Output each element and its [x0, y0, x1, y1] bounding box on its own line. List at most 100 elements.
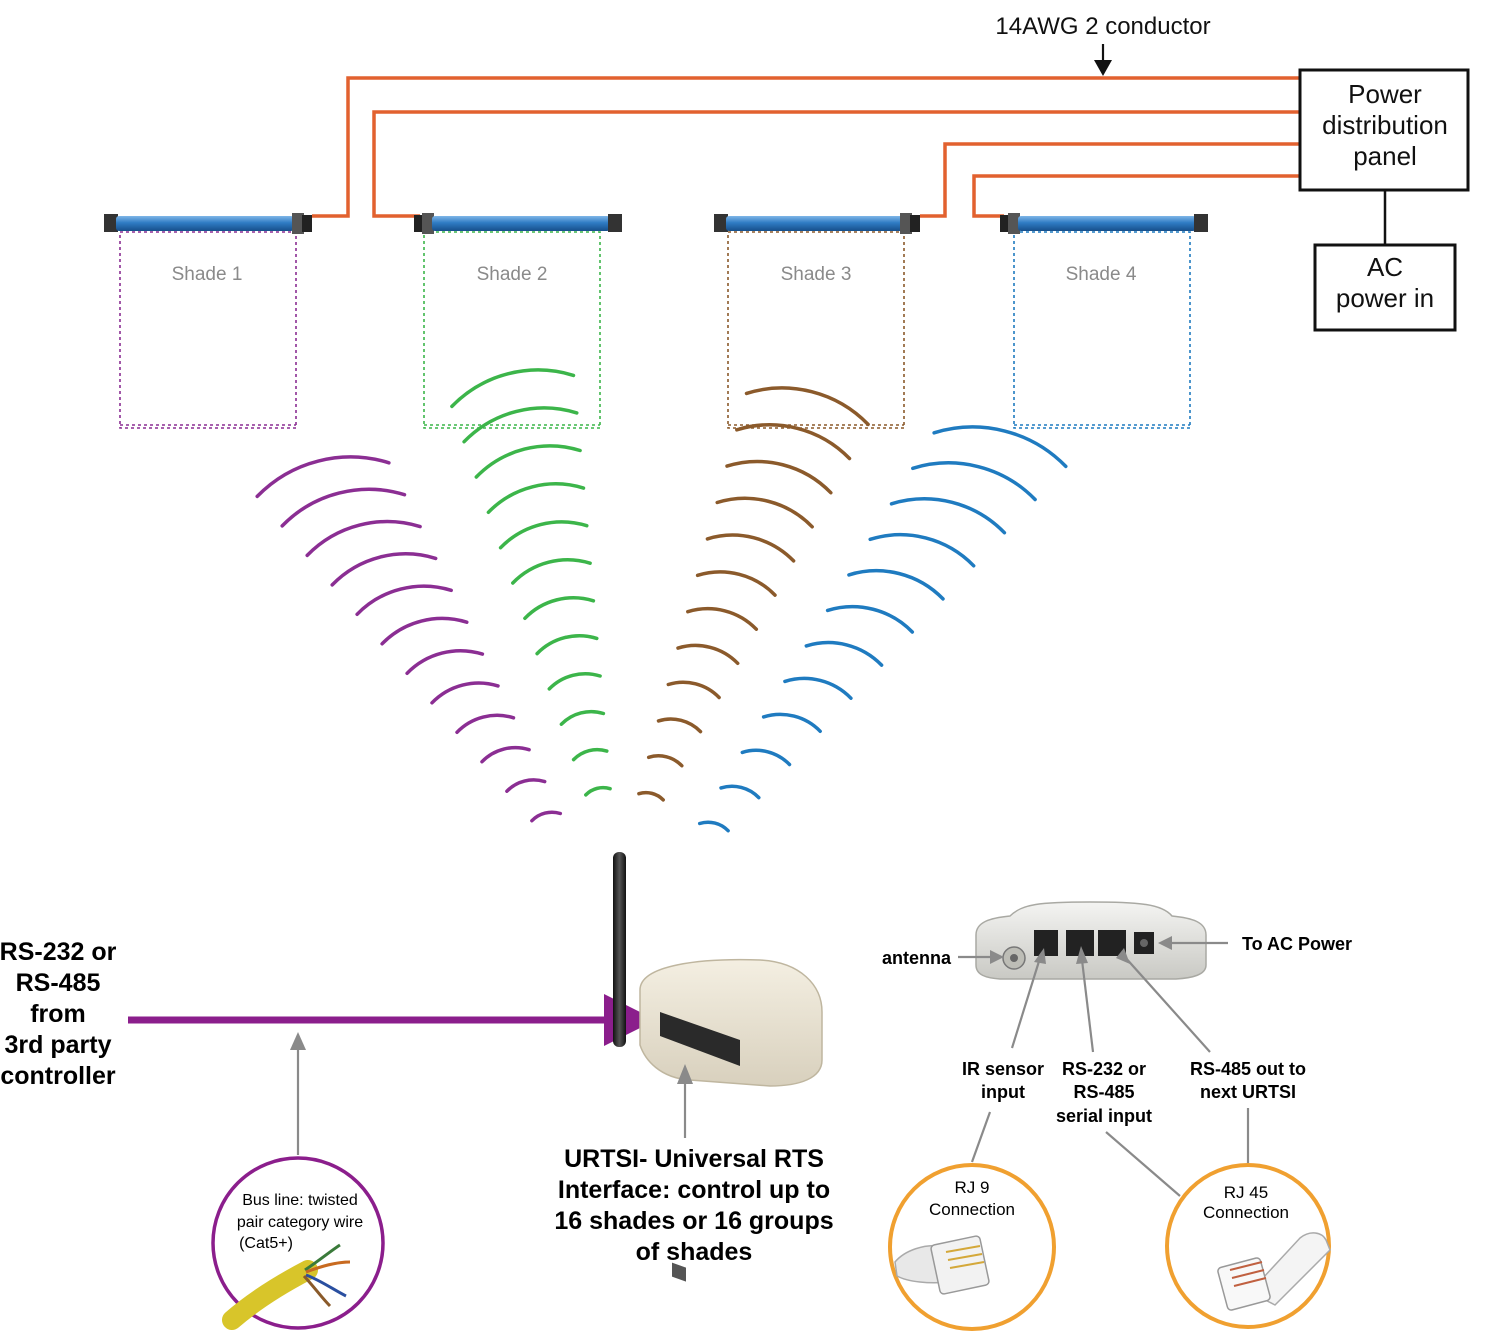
- urtsi-back-panel: [975, 901, 1207, 980]
- shade-4-outline: [1013, 231, 1191, 429]
- controller-line-5: controller: [0, 1062, 116, 1090]
- rs485-out-label: RS-485 out to next URTSI: [1190, 1059, 1306, 1102]
- ir-sensor-label: IR sensor input: [962, 1059, 1044, 1102]
- wave-arc-shade-3: [666, 680, 721, 700]
- wave-arc-shade-1: [455, 713, 516, 735]
- rj45-line-2: Connection: [1203, 1203, 1289, 1222]
- serial-line-3: serial input: [1056, 1106, 1152, 1126]
- rs485-line-2: next URTSI: [1200, 1082, 1296, 1102]
- urtsi-device-image: [613, 852, 823, 1282]
- wave-arc-shade-2: [498, 520, 589, 550]
- wave-arc-shade-1: [530, 810, 563, 823]
- wire-shade-3: [920, 142, 1300, 218]
- urtsi-label: URTSI- Universal RTS Interface: control …: [554, 1145, 833, 1266]
- bus-line-text-1: Bus line: twisted: [242, 1192, 358, 1209]
- urtsi-line-4: of shades: [636, 1238, 753, 1266]
- wire-shade-2: [372, 110, 1300, 218]
- serial-line-1: RS-232 or: [1062, 1059, 1146, 1079]
- bus-line-pointer: [290, 1032, 306, 1155]
- wave-arc-shade-4: [825, 604, 915, 634]
- wave-arc-shade-1: [505, 778, 547, 793]
- ac-power-port-label: To AC Power: [1242, 934, 1352, 954]
- wave-arc-shade-4: [868, 533, 976, 568]
- wave-arc-shade-1: [255, 455, 391, 499]
- wave-arc-shade-2: [584, 785, 612, 797]
- wave-arc-shade-1: [305, 519, 422, 558]
- ir-port: [1034, 930, 1058, 956]
- controller-line-2: RS-485: [16, 969, 101, 997]
- rj45-line-1: RJ 45: [1224, 1183, 1268, 1202]
- wave-arc-shade-2: [474, 444, 582, 479]
- ir-line-2: input: [981, 1082, 1025, 1102]
- wave-arc-shade-3: [705, 533, 796, 563]
- rj9-callout: RJ 9 Connection: [888, 1163, 1056, 1331]
- wave-arc-shade-1: [280, 487, 407, 528]
- wave-arc-shade-2: [547, 672, 602, 691]
- shade-4-motor-tube: [1000, 213, 1208, 234]
- wave-arc-shade-3: [744, 386, 870, 427]
- shade-4: Shade 4: [1000, 213, 1208, 429]
- wave-arc-shade-4: [911, 461, 1037, 502]
- wire-gauge-label: 14AWG 2 conductor: [995, 13, 1210, 40]
- wave-arc-shade-2: [535, 634, 599, 656]
- controller-label: RS-232 or RS-485 from 3rd party controll…: [0, 938, 117, 1090]
- wave-arc-shade-2: [511, 558, 592, 585]
- shade-2: Shade 2: [414, 213, 622, 429]
- wave-arc-shade-4: [783, 676, 853, 700]
- shade-3: Shade 3: [714, 213, 920, 429]
- panel-line-1: Power: [1348, 79, 1422, 109]
- wave-arc-shade-3: [646, 754, 684, 768]
- controller-arrow: [128, 994, 656, 1046]
- rj45-callout: RJ 45 Connection: [1165, 1163, 1331, 1329]
- connector-leaders: [970, 1108, 1250, 1197]
- wave-arc-shade-4: [697, 820, 730, 833]
- panel-line-2: distribution: [1322, 110, 1448, 140]
- wave-arc-shade-1: [380, 616, 469, 646]
- wave-arc-shade-4: [932, 425, 1068, 469]
- shade-1: Shade 1: [104, 213, 312, 429]
- wave-arc-shade-4: [761, 712, 822, 734]
- wave-arc-shade-1: [355, 584, 453, 617]
- wave-arc-shade-3: [686, 606, 759, 631]
- rj45-plug-icon: [1217, 1232, 1331, 1311]
- ir-line-1: IR sensor: [962, 1059, 1044, 1079]
- bus-line-callout: Bus line: twisted pair category wire (Ca…: [211, 1156, 385, 1330]
- ac-line-2: power in: [1336, 283, 1434, 313]
- shade-3-outline: [727, 231, 905, 429]
- wave-arc-shade-1: [430, 681, 500, 705]
- rs485-line-1: RS-485 out to: [1190, 1059, 1306, 1079]
- wave-arc-shade-3: [715, 496, 814, 529]
- shade-2-outline: [423, 231, 601, 429]
- wave-arc-shade-1: [405, 649, 485, 676]
- wave-arc-shade-4: [889, 497, 1007, 535]
- antenna-port-label: antenna: [882, 948, 952, 968]
- rj9-line-1: RJ 9: [955, 1178, 990, 1197]
- serial-input-label: RS-232 or RS-485 serial input: [1056, 1059, 1152, 1126]
- wave-arc-shade-3: [695, 570, 777, 597]
- power-distribution-panel: Power distribution panel: [1298, 68, 1470, 192]
- radio-waves: [255, 368, 1068, 833]
- urtsi-antenna: [613, 852, 626, 1047]
- shade-3-motor-tube: [714, 213, 920, 234]
- port-leaders: [958, 936, 1228, 1053]
- panel-line-3: panel: [1353, 141, 1417, 171]
- wave-arc-shade-3: [656, 717, 703, 734]
- shades-group: Shade 1 Shade 2 Shade 3: [104, 213, 1208, 429]
- wave-arc-shade-2: [523, 596, 596, 621]
- power-wiring: [312, 76, 1387, 245]
- shade-2-label: Shade 2: [477, 264, 548, 285]
- ac-line-1: AC: [1367, 252, 1403, 282]
- wave-arc-shade-2: [571, 747, 609, 762]
- shade-1-motor-tube: [104, 213, 312, 234]
- wave-arc-shade-2: [559, 709, 606, 726]
- urtsi-line-2: Interface: control up to: [558, 1176, 830, 1204]
- wave-arc-shade-4: [719, 784, 761, 800]
- urtsi-line-3: 16 shades or 16 groups: [554, 1207, 833, 1235]
- urtsi-pointer: [677, 1064, 693, 1138]
- wave-arc-shade-1: [480, 745, 531, 764]
- wire-shade-4: [972, 174, 1300, 218]
- wave-arc-shade-2: [462, 406, 579, 444]
- wave-arc-shade-3: [676, 643, 740, 666]
- shade-1-label: Shade 1: [172, 264, 243, 285]
